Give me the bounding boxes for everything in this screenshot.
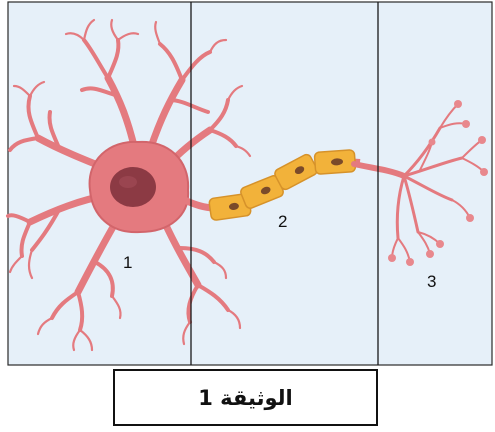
caption-box: الوثيقة 1 — [113, 369, 378, 426]
label-part-3: 3 — [427, 272, 436, 292]
caption-title: الوثيقة 1 — [198, 386, 293, 410]
nucleus-highlight — [119, 176, 137, 188]
label-part-2: 2 — [278, 212, 287, 232]
nucleus — [110, 167, 156, 207]
label-part-1: 1 — [123, 253, 132, 273]
